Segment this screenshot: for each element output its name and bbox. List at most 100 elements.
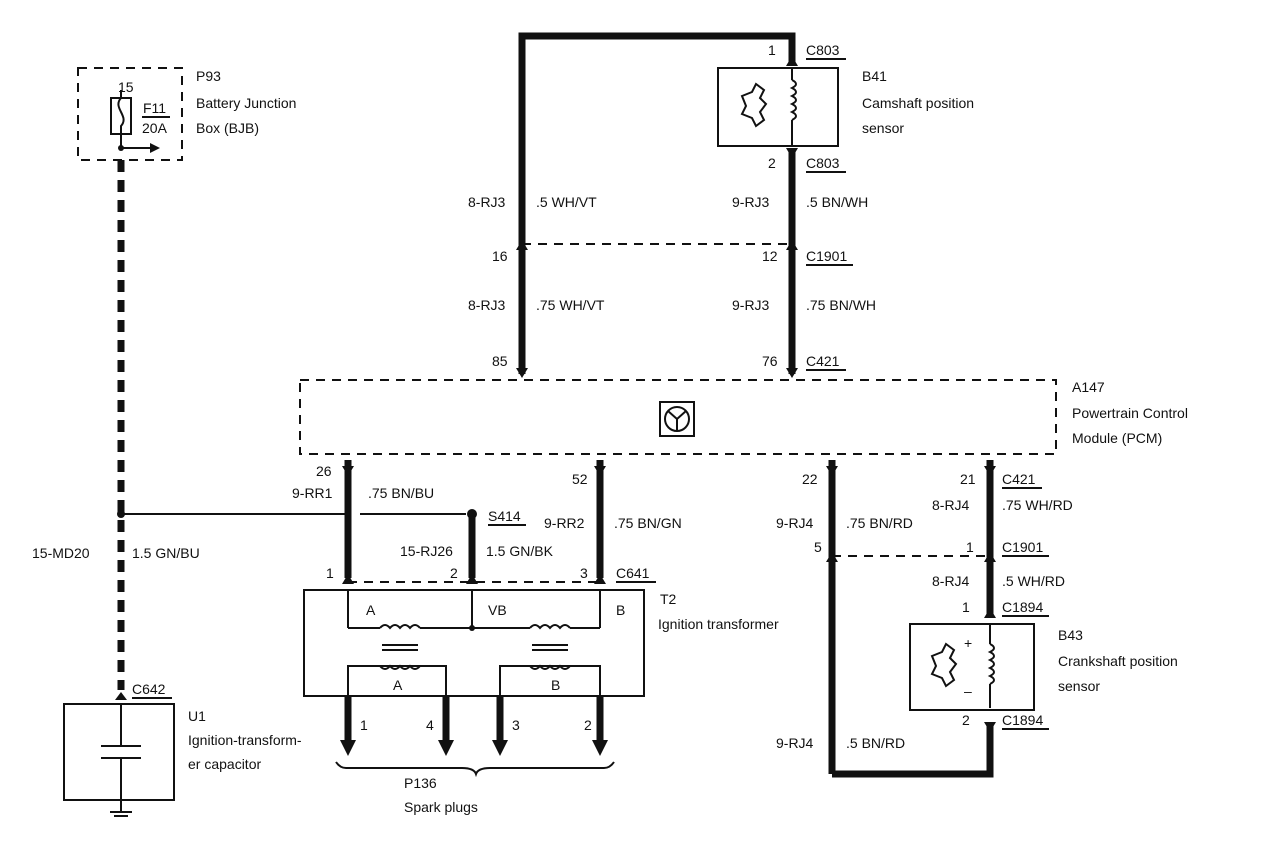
b41-ref: B41 (862, 68, 887, 84)
sensor-symbol-icon (740, 82, 768, 128)
w2-spec: .5 BN/WH (806, 194, 868, 210)
b41-label-1: Camshaft position (862, 95, 974, 111)
a147-pcm: A147 Powertrain Control Module (PCM) (299, 379, 1188, 455)
c641-label: C641 (616, 565, 650, 581)
pin-t2-2: 2 (450, 565, 458, 581)
w8-circuit: 9-RJ4 (776, 515, 814, 531)
a147-ref: A147 (1072, 379, 1105, 395)
pin-pcm-76: 76 (762, 353, 778, 369)
pcm-dashed-outline (299, 379, 1057, 455)
pin-c1901-12: 12 (762, 248, 778, 264)
w7-spec: 1.5 GN/BK (486, 543, 554, 559)
spark-plug-brace (335, 761, 615, 778)
c421-right-label: C421 (1002, 471, 1036, 487)
w3-circuit: 8-RJ3 (468, 297, 506, 313)
capacitor-icon (101, 704, 141, 812)
pin-plug-4: 4 (426, 717, 434, 733)
coil-icon (529, 624, 571, 630)
pin-b41-2: 2 (768, 155, 776, 171)
w1-circuit: 8-RJ3 (468, 194, 506, 210)
fuse-icon (110, 90, 132, 150)
w9-circuit: 8-RJ4 (932, 497, 970, 513)
t2-coil-a: A (366, 602, 376, 618)
c1901-top-label: C1901 (806, 248, 847, 264)
pin-b41-1: 1 (768, 42, 776, 58)
b41-camshaft-sensor: B41 Camshaft position sensor (717, 67, 974, 147)
wire-8-rj3-top (518, 32, 796, 374)
b43-minus: – (964, 683, 972, 699)
c803-top-label: C803 (806, 42, 840, 58)
bjb-pin: 15 (118, 79, 134, 95)
p93-battery-junction-box: 15 F11 20A P93 Battery Junction Box (BJB… (77, 67, 296, 161)
t2-ignition-transformer: A VB B A B T2 Ignition transformer (303, 589, 779, 697)
b41-box (717, 67, 839, 147)
c1894-bot-label: C1894 (1002, 712, 1043, 728)
w10-spec: .5 WH/RD (1002, 573, 1065, 589)
u1-ref: U1 (188, 708, 206, 724)
t2-ref: T2 (660, 591, 677, 607)
w6-circuit: 9-RR2 (544, 515, 585, 531)
coil-icon (379, 624, 421, 630)
t2-sec-a: A (393, 677, 403, 693)
w2-circuit: 9-RJ3 (732, 194, 770, 210)
w3-spec: .75 WH/VT (536, 297, 605, 313)
w6-spec: .75 BN/GN (614, 515, 682, 531)
p136-label: Spark plugs (404, 799, 478, 815)
p136-ref: P136 (404, 775, 437, 791)
w4-spec: .75 BN/WH (806, 297, 876, 313)
pin-pcm-26: 26 (316, 463, 332, 479)
b43-plus: + (964, 635, 972, 651)
b43-label-2: sensor (1058, 678, 1100, 694)
w11-spec: .5 BN/RD (846, 735, 905, 751)
w8-spec: .75 BN/RD (846, 515, 913, 531)
t2-vb: VB (488, 602, 507, 618)
a147-label-1: Powertrain Control (1072, 405, 1188, 421)
c1901-right-label: C1901 (1002, 539, 1043, 555)
coil-icon (789, 68, 797, 146)
u1-label-1: Ignition-transform- (188, 732, 302, 748)
u1-capacitor: C642 U1 Ignition-transform- er capacitor (63, 681, 302, 817)
t2-coil-b: B (616, 602, 625, 618)
w4-circuit: 9-RJ3 (732, 297, 770, 313)
pin-b43-2: 2 (962, 712, 970, 728)
p93-ref: P93 (196, 68, 221, 84)
pin-plug-3: 3 (512, 717, 520, 733)
pin-t2-3: 3 (580, 565, 588, 581)
b43-crankshaft-sensor: + – B43 Crankshaft position sensor (909, 623, 1178, 711)
coil-icon (987, 624, 995, 708)
pin-plug-1: 1 (360, 717, 368, 733)
b43-box (909, 623, 1035, 711)
pin-c1901-16: 16 (492, 248, 508, 264)
t2-box (303, 589, 645, 697)
c642-label: C642 (132, 681, 166, 697)
ground-icon (110, 811, 132, 817)
p93-label-1: Battery Junction (196, 95, 296, 111)
spark-plug-arrow-icon (340, 696, 608, 756)
wire-9-rj4-bottom (832, 726, 994, 778)
pin-plug-2: 2 (584, 717, 592, 733)
w12-spec: 1.5 GN/BU (132, 545, 200, 561)
bjb-dashed-outline (77, 67, 183, 161)
pin-b43-1: 1 (962, 599, 970, 615)
pin-c1901-5: 5 (814, 539, 822, 555)
pin-c1901-1: 1 (966, 539, 974, 555)
a147-label-2: Module (PCM) (1072, 430, 1162, 446)
w10-circuit: 8-RJ4 (932, 573, 970, 589)
w1-spec: .5 WH/VT (536, 194, 597, 210)
w5-circuit: 9-RR1 (292, 485, 333, 501)
c803-bot-label: C803 (806, 155, 840, 171)
p93-label-2: Box (BJB) (196, 120, 259, 136)
b41-label-2: sensor (862, 120, 904, 136)
pin-pcm-52: 52 (572, 471, 588, 487)
pin-t2-1: 1 (326, 565, 334, 581)
s414-label: S414 (488, 508, 521, 524)
pin-pcm-85: 85 (492, 353, 508, 369)
b43-ref: B43 (1058, 627, 1083, 643)
w7-circuit: 15-RJ26 (400, 543, 453, 559)
c1894-top-label: C1894 (1002, 599, 1043, 615)
w5-spec: .75 BN/BU (368, 485, 434, 501)
w11-circuit: 9-RJ4 (776, 735, 814, 751)
pcm-steering-icon (659, 401, 695, 437)
pin-pcm-22: 22 (802, 471, 818, 487)
